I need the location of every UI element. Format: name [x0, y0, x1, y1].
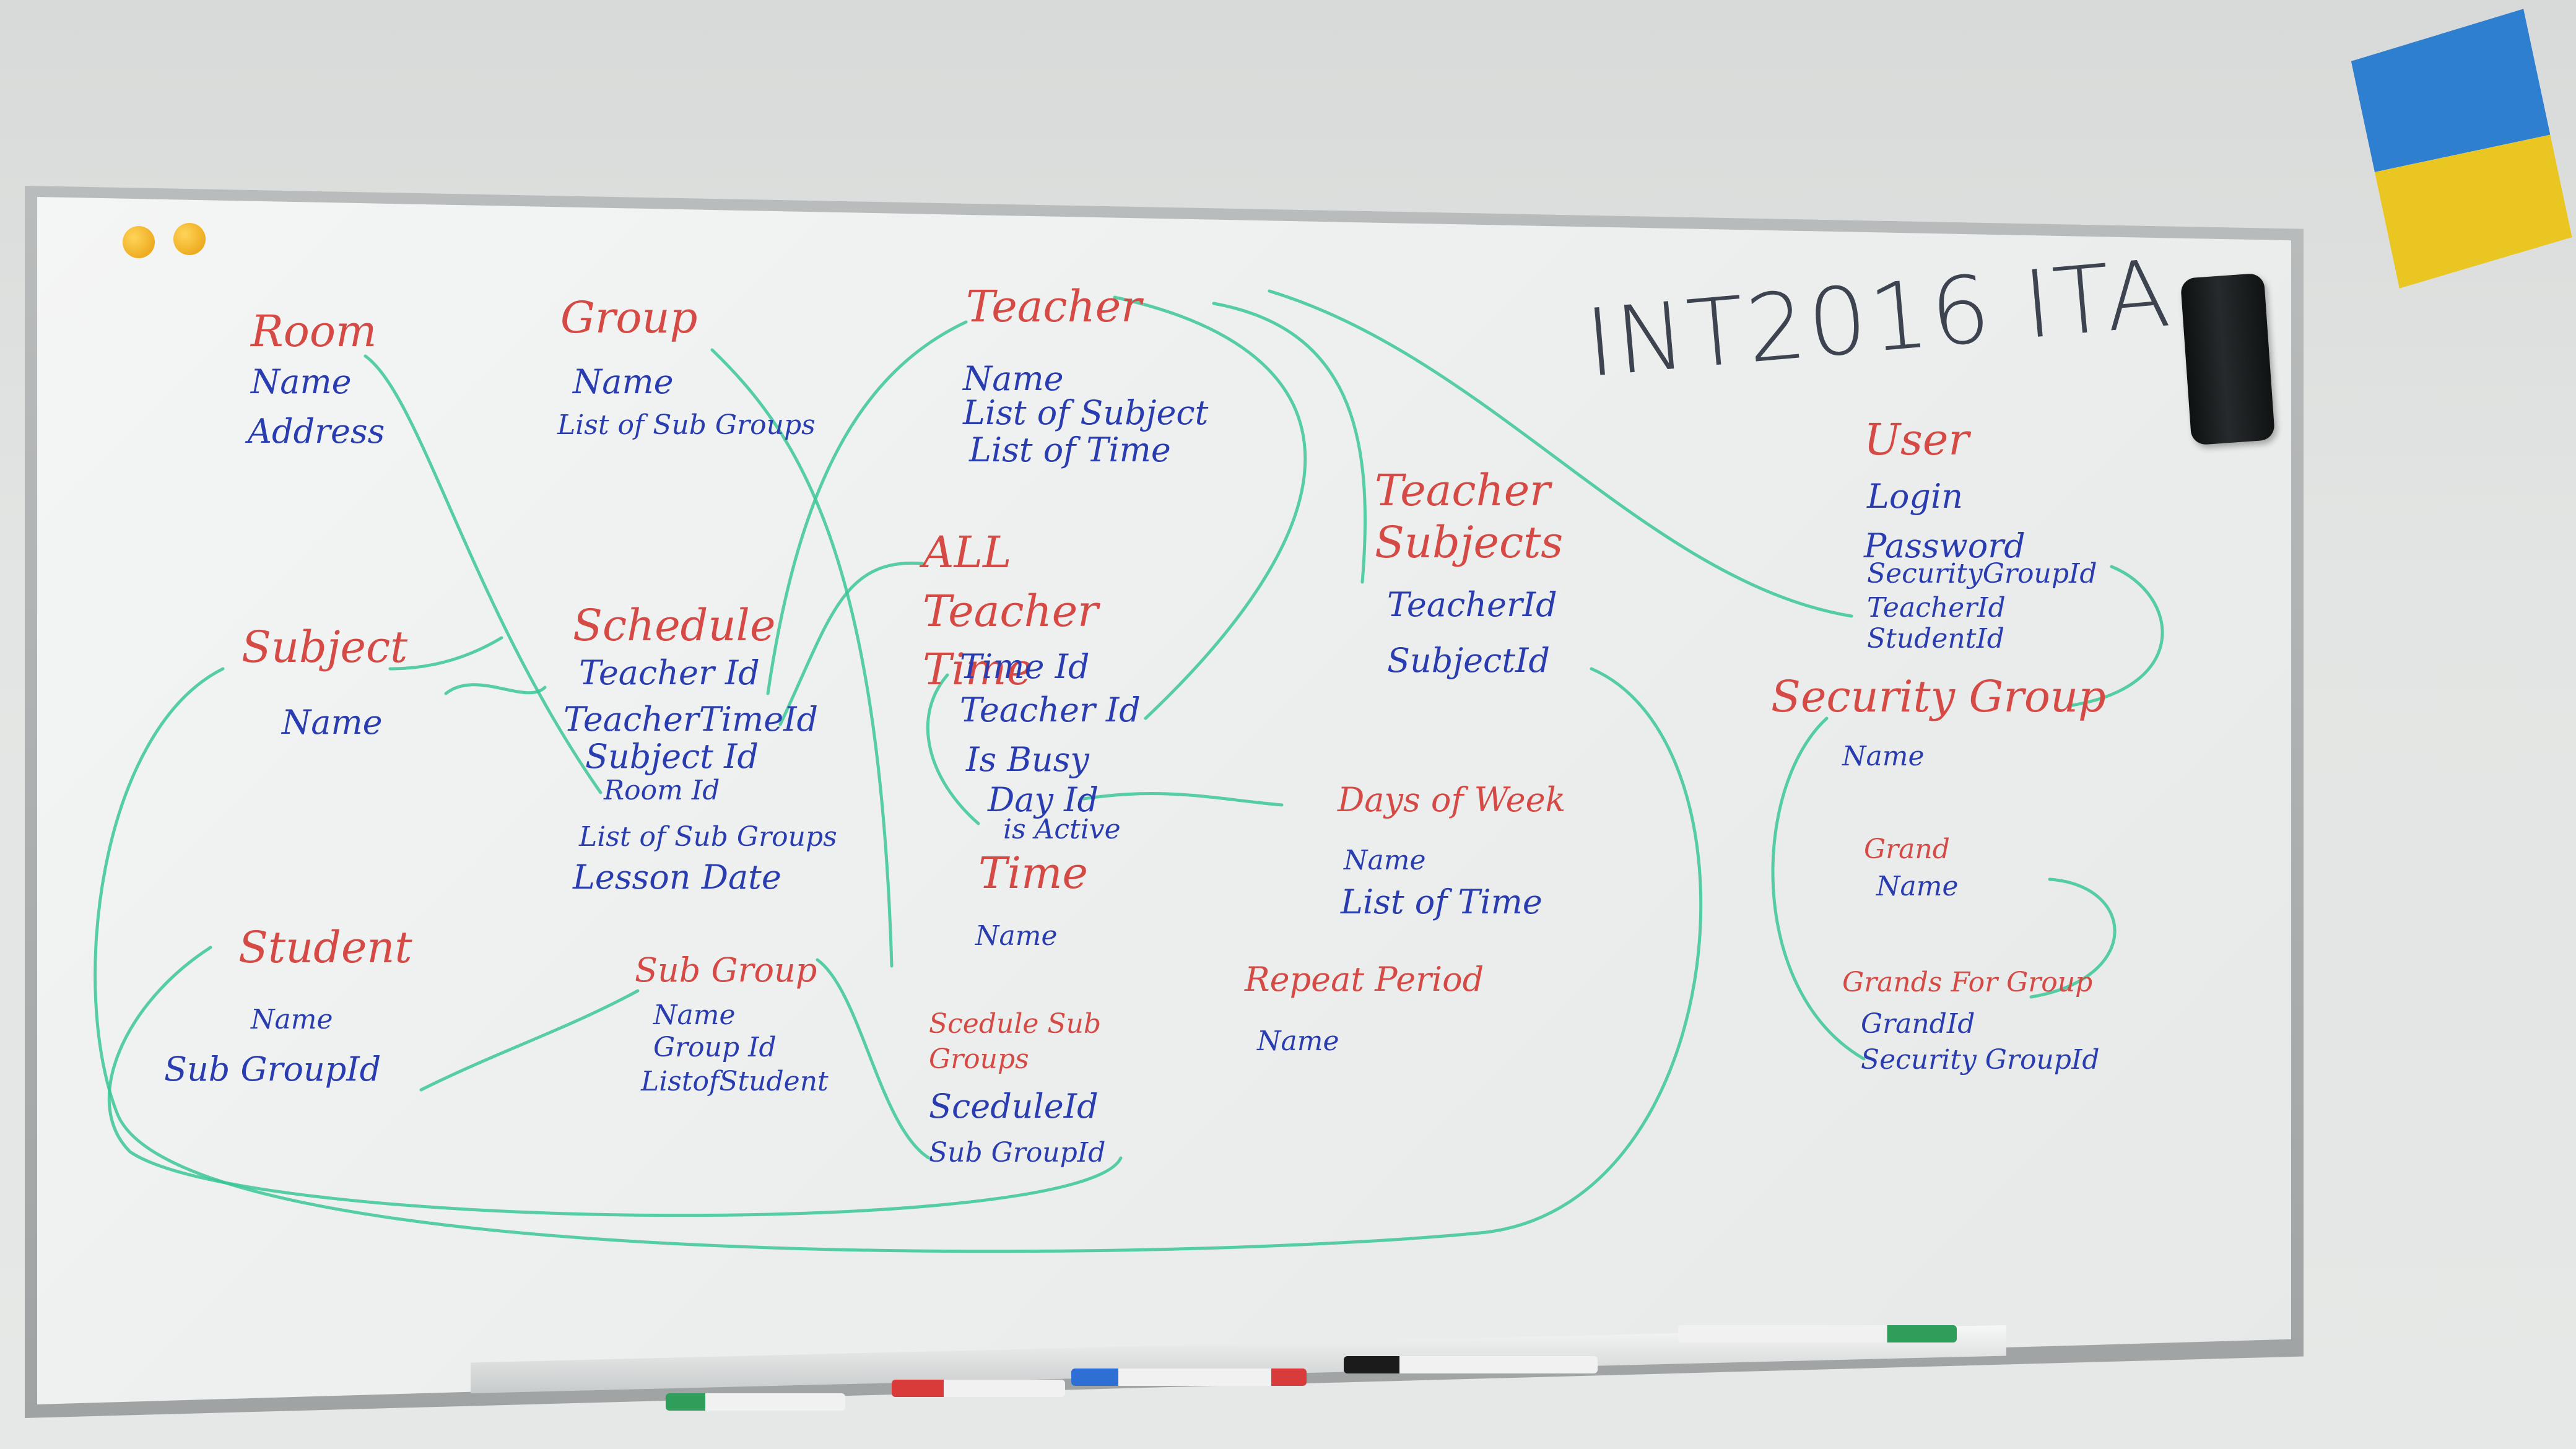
entity-field: Password	[1864, 526, 2026, 565]
entity-title: Grands For Group	[1842, 967, 2093, 998]
entity-field: Name	[573, 362, 674, 401]
marker	[892, 1380, 1065, 1397]
entity-field: Name	[1257, 1025, 1339, 1057]
entity-field: Sub GroupId	[929, 1137, 1106, 1168]
arrow-grandsforgroup-security	[1771, 716, 1866, 1061]
entity-field: TeacherId	[1867, 592, 2006, 624]
entity-field: List of Time	[1341, 882, 1543, 921]
entity-field: Subject Id	[585, 737, 759, 776]
entity-field: Name	[1876, 871, 1959, 902]
entity-field: SubjectId	[1387, 641, 1550, 680]
arrow-subgroup-student-loop	[107, 946, 1123, 1217]
entity-title: Security Group	[1771, 671, 2106, 722]
entity-field: Name	[975, 920, 1058, 952]
entity-title: Days of Week	[1338, 780, 1566, 819]
entity-title: Grand	[1864, 833, 1950, 865]
entity-field: Teacher Id	[579, 653, 760, 692]
entity-field: Teacher Id	[960, 690, 1141, 729]
entity-title: User	[1864, 414, 1969, 465]
entity-title: Student	[238, 922, 412, 973]
entity-field: List of Time	[969, 430, 1171, 469]
arrow-room-schedule	[363, 354, 603, 794]
entity-field: List of Subject	[963, 393, 1209, 432]
entity-field: List of Sub Groups	[579, 821, 837, 853]
entity-field: Address	[248, 412, 385, 451]
entity-field: Name	[282, 703, 383, 742]
entity-field: List of Sub Groups	[557, 409, 816, 441]
arrow-student-subgroup	[419, 989, 640, 1092]
entity-field: Day Id	[988, 780, 1099, 819]
arrow-subject-loop	[94, 667, 1703, 1253]
entity-title: ALL Teacher Time	[923, 527, 1099, 695]
entity-field: Group Id	[653, 1032, 777, 1063]
entity-field: Name	[963, 359, 1064, 398]
entity-field: Name	[1344, 845, 1426, 876]
entity-title: Schedule	[573, 600, 776, 651]
arrow-alltime-teacher	[1113, 295, 1307, 720]
arrow-schedule-alltime	[778, 561, 925, 726]
arrow-subject-schedule-mid	[444, 683, 547, 695]
entity-field: Login	[1867, 477, 1963, 516]
entity-title: Teacher	[966, 281, 1142, 332]
entity-title: Time	[978, 848, 1088, 899]
entity-field: Name	[251, 362, 352, 401]
entity-title: Room	[251, 306, 377, 357]
arrow-teacher-schedule	[766, 320, 968, 695]
arrow-dayid-days	[1082, 791, 1284, 807]
whiteboard	[37, 197, 2291, 1404]
entity-title: Teacher Subjects	[1375, 465, 1564, 568]
marker	[1678, 1325, 1957, 1342]
arrow-user-teacher	[1268, 289, 1853, 618]
entity-field: Name	[653, 999, 736, 1031]
entity-title: Subject	[242, 622, 408, 672]
entity-field: Is Busy	[966, 740, 1089, 779]
entity-title: Scedule Sub Groups	[929, 1008, 1102, 1076]
entity-field: SceduleId	[929, 1087, 1099, 1126]
entity-field: Security GroupId	[1861, 1044, 2100, 1076]
arrow-teachersubjects-teacher	[1212, 302, 1367, 584]
entity-field: Name	[251, 1004, 333, 1035]
arrow-grandsforgroup-grand	[2029, 877, 2117, 999]
arrow-alltime-time	[926, 673, 980, 825]
entity-field: Time Id	[960, 647, 1090, 686]
entity-field: SecurityGroupId	[1867, 558, 2097, 590]
marker	[1071, 1368, 1307, 1386]
arrow-schedulesub-subgroup	[816, 958, 931, 1160]
entity-field: Lesson Date	[573, 858, 781, 897]
entity-field: StudentId	[1867, 623, 2004, 655]
entity-title: Repeat Period	[1245, 960, 1484, 999]
entity-field: is Active	[1003, 814, 1121, 845]
entity-title: Group	[560, 292, 698, 343]
smiley-magnet	[173, 223, 206, 255]
entity-field: TeacherId	[1387, 585, 1557, 624]
smiley-magnet	[123, 226, 155, 258]
entity-field: Sub GroupId	[164, 1050, 381, 1089]
entity-field: Room Id	[604, 775, 720, 806]
arrow-securitygroup-user	[2066, 565, 2164, 708]
entity-field: GrandId	[1861, 1008, 1975, 1040]
entity-field: ListofStudent	[641, 1066, 829, 1097]
marker	[666, 1393, 845, 1411]
entity-field: Name	[1842, 741, 1925, 772]
entity-field: TeacherTimeId	[564, 700, 819, 739]
marker	[1344, 1356, 1598, 1373]
arrow-group-subgroup	[710, 348, 894, 968]
entity-title: Sub Group	[635, 951, 817, 990]
arrow-schedule-subject	[388, 636, 503, 671]
